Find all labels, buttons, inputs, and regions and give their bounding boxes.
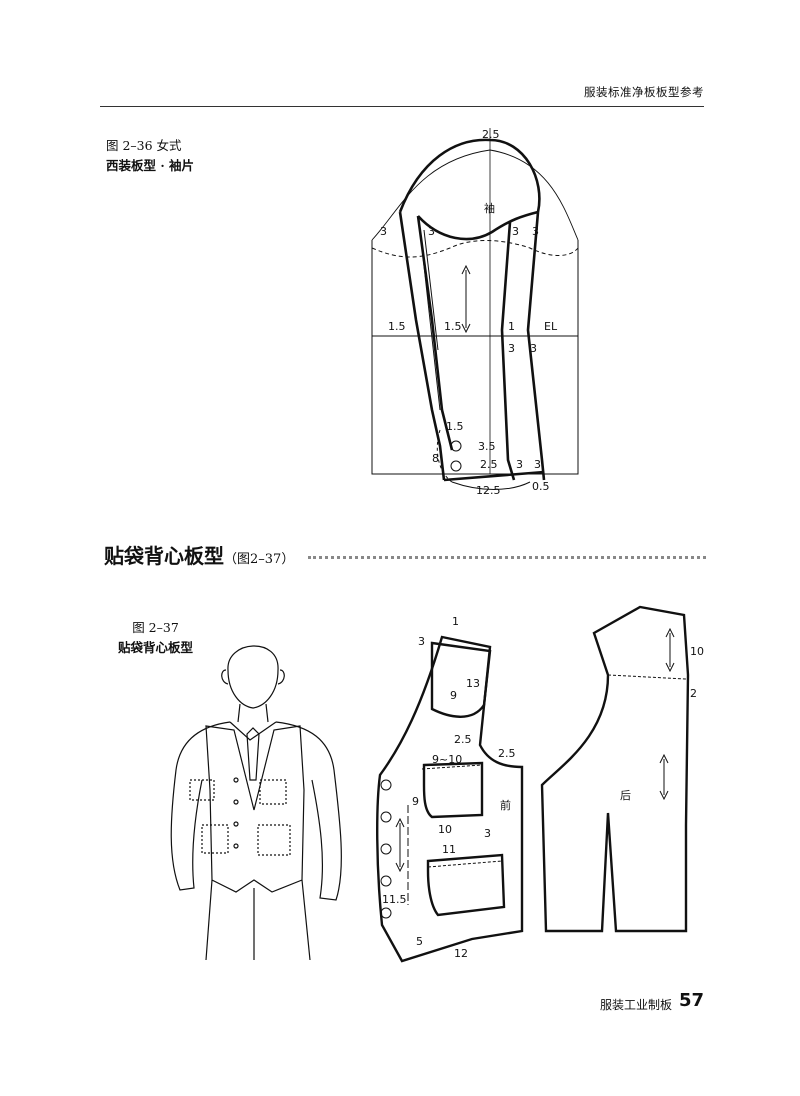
label-seam-a: 3 [380, 225, 387, 238]
label-seam-d: 3 [532, 225, 539, 238]
label-right-c: 3 [530, 342, 537, 355]
footer-book-title: 服装工业制板 [599, 998, 672, 1012]
label-right-a: 1 [508, 320, 515, 333]
label-low-pocket-height: 11.5 [382, 893, 407, 906]
label-left-a: 1.5 [388, 320, 406, 333]
label-mid-pocket-width: 9~10 [432, 753, 462, 766]
label-hem-b: 3 [534, 458, 541, 471]
label-left-b: 1.5 [444, 320, 462, 333]
label-vent-len: 8 [432, 452, 439, 465]
label-front-top-b: 3 [418, 635, 425, 648]
label-mid-flap: 2.5 [498, 747, 516, 760]
label-low-pocket-flap: 3 [484, 827, 491, 840]
label-low-pocket-width: 11 [442, 843, 456, 856]
figure-36-caption: 图 2–36 女式 西装板型 · 袖片 [106, 136, 194, 176]
section-figure-ref: （图2–37） [224, 552, 295, 567]
label-front-panel: 前 [500, 798, 511, 812]
section-title: 贴袋背心板型（图2–37） [104, 540, 294, 569]
label-vent-a: 3.5 [478, 440, 496, 453]
label-mid-pocket-height: 9 [412, 795, 419, 808]
label-hem-a: 5 [416, 935, 423, 948]
label-hem-a: 3 [516, 458, 523, 471]
label-hem-b: 12 [454, 947, 468, 960]
section-dotted-rule [308, 556, 706, 559]
label-hem-offset: 0.5 [532, 480, 550, 493]
running-header: 服装标准净板板型参考 [584, 85, 704, 99]
figure-36-sleeve-diagram: 2.5 袖 3 3 3 3 1.5 1.5 1 EL 3 3 1.5 3.5 8… [371, 128, 579, 497]
label-mid-pocket-bottom: 10 [438, 823, 452, 836]
label-back-yoke: 10 [690, 645, 704, 658]
vest-illustration [170, 645, 342, 960]
figure-36-caption-line2: 西装板型 · 袖片 [106, 158, 195, 173]
figure-37-caption-line1: 图 2–37 [132, 620, 179, 635]
label-back-offset: 2 [690, 687, 697, 700]
figure-37-caption: 图 2–37 贴袋背心板型 [118, 618, 193, 658]
page-number: 57 [678, 990, 704, 1011]
label-back-panel: 后 [620, 789, 631, 802]
label-right-b: 3 [508, 342, 515, 355]
label-el: EL [544, 320, 558, 333]
section-title-text: 贴袋背心板型 [104, 544, 224, 568]
label-vent-top: 1.5 [446, 420, 464, 433]
header-rule [100, 106, 704, 107]
label-chest-pocket-width: 9 [450, 689, 457, 702]
figure-36-caption-line1: 图 2–36 女式 [106, 138, 182, 153]
figure-37-vest-patterns: 1 3 13 9 2.5 9~10 2.5 9 前 10 3 11 11.5 5… [376, 605, 704, 963]
label-seam-b: 3 [428, 225, 435, 238]
label-seam-c: 3 [512, 225, 519, 238]
label-top: 2.5 [482, 128, 500, 141]
label-chest-pocket-depth: 13 [466, 677, 480, 690]
label-chest-pocket-bottom: 2.5 [454, 733, 472, 746]
label-vent-b: 2.5 [480, 458, 498, 471]
figure-37-caption-line2: 贴袋背心板型 [118, 640, 194, 655]
label-hem-width: 12.5 [476, 484, 501, 497]
label-front-top-a: 1 [452, 615, 459, 628]
label-center: 袖 [484, 201, 495, 215]
